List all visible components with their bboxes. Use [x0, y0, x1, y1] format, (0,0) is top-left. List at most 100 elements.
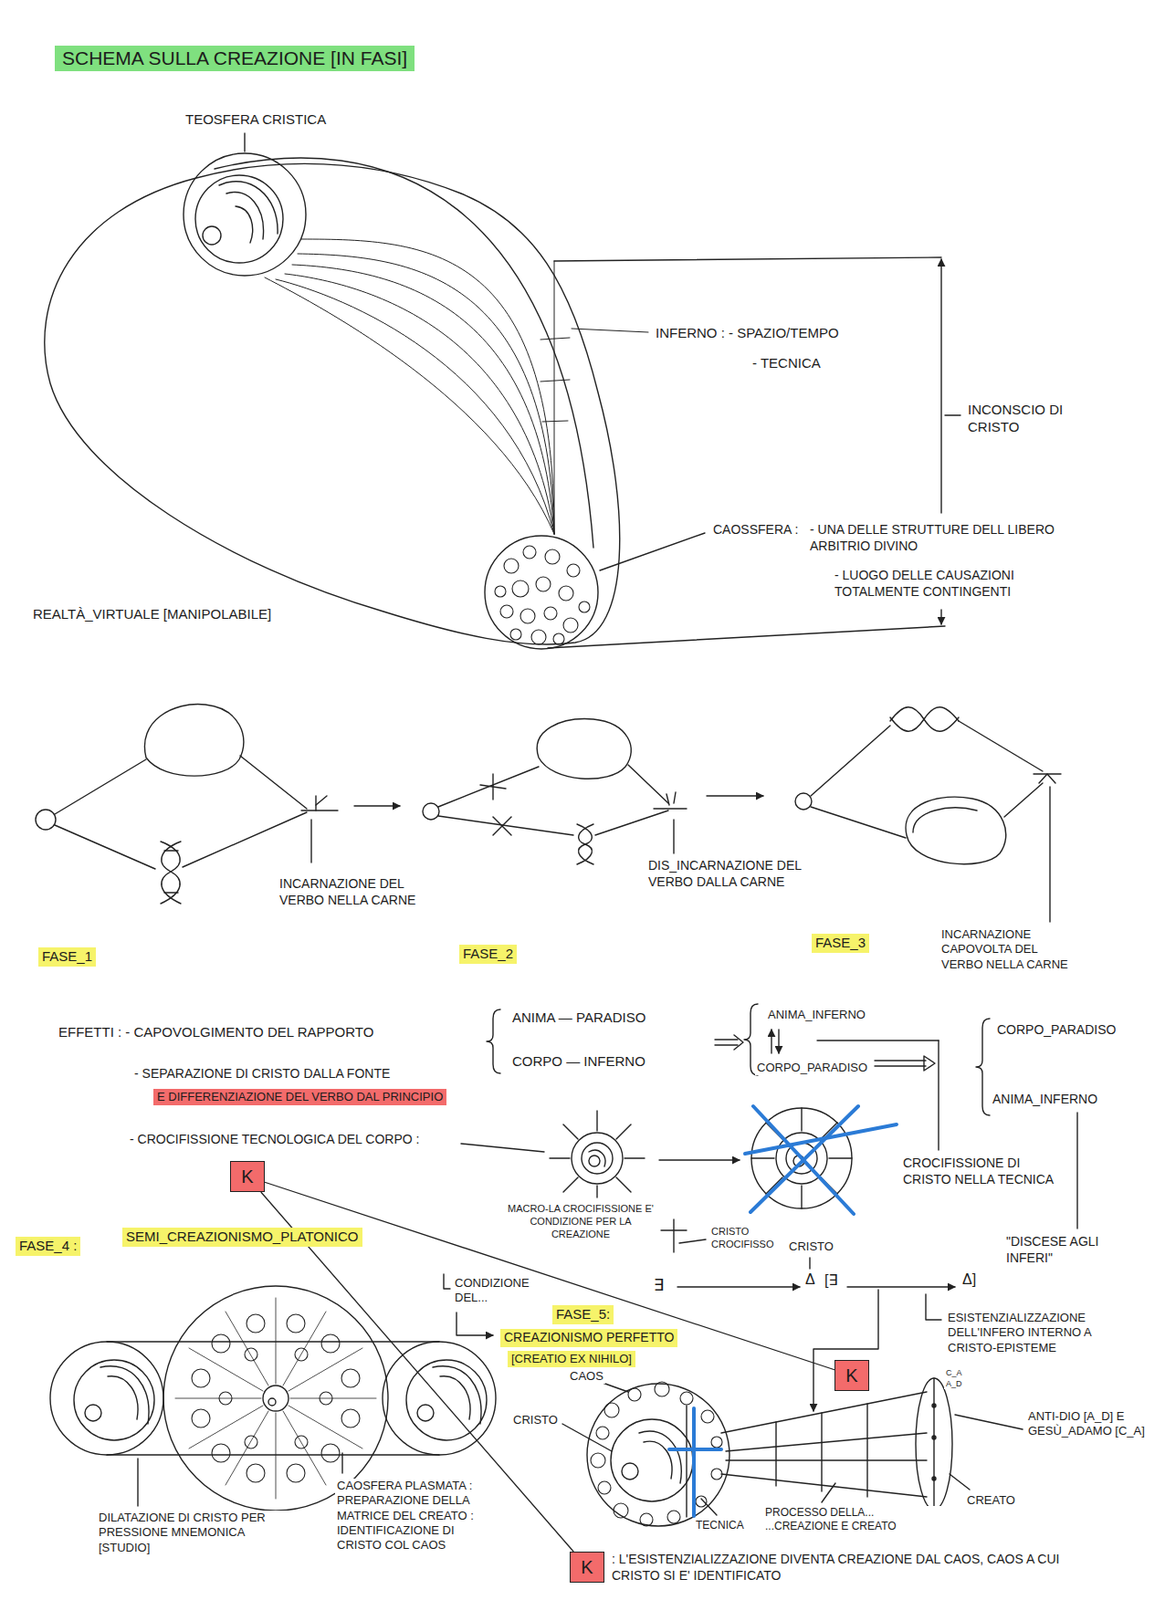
phase-three-figure	[1004, 783, 1043, 818]
logic-symbol: Δ	[803, 1270, 818, 1290]
caosfera-sphere	[520, 608, 536, 624]
callout-label: CREATO	[965, 1493, 1018, 1509]
phase-three-figure	[958, 721, 1043, 772]
highlight-box: K	[834, 1360, 870, 1392]
creation-figure	[598, 1481, 611, 1495]
phase-one-figure	[354, 805, 400, 807]
effect-item: - CROCIFISSIONE TECNOLOGICA DEL CORPO :	[127, 1132, 421, 1149]
phase-caption: INCARNAZIONE DEL VERBO NELLA CARNE	[277, 876, 432, 909]
phase-four-figure	[84, 1405, 102, 1422]
phase-one-figure	[35, 809, 56, 830]
crucifixion-figures	[679, 1239, 706, 1244]
creation-figure	[621, 1463, 639, 1480]
quote-note: "DISCESE AGLI INFERI"	[1004, 1234, 1145, 1267]
inferno-fan	[292, 264, 555, 535]
phase-two-figure	[673, 792, 676, 804]
phase-four-figure	[290, 1398, 377, 1400]
phase-five-figure	[813, 1290, 879, 1412]
crucifixion-figures	[596, 1111, 598, 1132]
diagram-title: SCHEMA SULLA CREAZIONE [IN FASI]	[54, 45, 415, 72]
effects-brackets	[777, 1029, 779, 1054]
phase-four-figure	[107, 1376, 138, 1420]
phase-one-figure	[164, 850, 179, 851]
callout-note: DILATAZIONE DI CRISTO PER PRESSIONE MNEM…	[96, 1511, 288, 1556]
phase-four-figure	[244, 1436, 258, 1449]
effects-brackets	[1076, 1112, 1078, 1229]
creation-figure	[613, 1503, 629, 1519]
phase-four-figure	[286, 1464, 305, 1483]
inferno-fan	[301, 239, 555, 535]
caosfera-sphere	[553, 633, 565, 645]
phase-four-figure	[73, 1360, 155, 1441]
inferno-fan	[275, 279, 555, 535]
phase-four-figure	[191, 1314, 360, 1483]
creation-figure	[587, 1384, 730, 1527]
caosfera-sphere	[531, 629, 546, 645]
creation-figure	[610, 1419, 693, 1502]
relation-item: CORPO — INFERNO	[510, 1053, 648, 1071]
crucifixion-figures	[616, 1124, 631, 1140]
phase-one-figure	[301, 809, 338, 811]
callout-note: CAOSFERA PLASMATA : PREPARAZIONE DELLA M…	[335, 1479, 499, 1554]
creation-figure	[562, 1424, 612, 1452]
effects-brackets	[923, 1056, 935, 1071]
creation-figure	[775, 1422, 777, 1487]
crucifixion-figures	[751, 1157, 775, 1159]
creation-figure	[669, 1448, 722, 1452]
phase-four-figure	[211, 1444, 231, 1463]
inferno-fan	[542, 420, 568, 422]
phase-four-figure	[417, 1405, 434, 1422]
phase-four-figure	[163, 1286, 389, 1512]
caosfera-sphere	[535, 577, 551, 592]
crucifixion-figures	[588, 1150, 606, 1167]
caosfera-sphere	[500, 605, 514, 619]
teosfera-sphere	[219, 181, 278, 234]
caosfera-sphere	[494, 545, 590, 645]
small-note: CRISTO CROCIFISSO	[709, 1226, 787, 1252]
phase-four-figure	[262, 1385, 289, 1412]
callout-label: CRISTO	[787, 1239, 836, 1255]
phase-tag: FASE_1	[38, 947, 96, 967]
creation-figure	[640, 1513, 653, 1527]
inferno-fan	[284, 273, 555, 535]
teosfera-sphere	[202, 226, 221, 245]
caosfera-sphere	[484, 533, 705, 650]
phase-one-figure	[54, 759, 147, 815]
phase-two-figure	[653, 808, 687, 809]
inferno-fan	[264, 239, 649, 535]
caosfera-sphere	[545, 549, 560, 565]
phase-four-figure	[175, 1298, 377, 1500]
phase-four-figure	[106, 1341, 440, 1343]
callout-label: CRISTO	[511, 1413, 560, 1428]
phase-one-figure	[160, 841, 181, 904]
phase-four-figure	[294, 1348, 308, 1362]
effects-brackets	[976, 1018, 990, 1116]
caosfera-sphere	[599, 533, 705, 571]
phase-four-figure	[188, 1348, 263, 1392]
phase-four-figure	[244, 1348, 258, 1362]
phase-tag: FASE_5:	[552, 1305, 614, 1325]
relation-item: ANIMA_INFERNO	[990, 1091, 1100, 1109]
phase-four-figure	[225, 1311, 269, 1386]
tiny-label: C_A	[944, 1368, 965, 1379]
leader-connector	[264, 1182, 835, 1370]
teosfera-sphere	[195, 175, 284, 263]
phase-four-figure	[268, 1398, 276, 1407]
creation-figure	[562, 1378, 1023, 1527]
phase-four-figure	[246, 1314, 265, 1333]
creation-figure	[725, 1433, 927, 1452]
logic-symbol: ∃	[651, 1275, 666, 1297]
creation-figure	[692, 1408, 696, 1517]
creation-figure	[695, 1496, 707, 1508]
phase-four-figure	[341, 1453, 343, 1474]
phase-three-figure	[810, 725, 891, 797]
effects-brackets	[874, 1060, 926, 1061]
crucifixion-figures	[461, 1144, 545, 1153]
phase-three-figure	[905, 797, 1007, 865]
highlighted-effect: E DIFFERENZIAZIONE DEL VERBO DAL PRINCIP…	[153, 1089, 447, 1106]
creation-figure	[955, 1415, 1023, 1430]
creation-figure	[932, 1477, 936, 1481]
creation-figure	[725, 1459, 927, 1461]
caosfera-sphere	[523, 545, 536, 559]
caosfera-sphere	[512, 580, 529, 598]
